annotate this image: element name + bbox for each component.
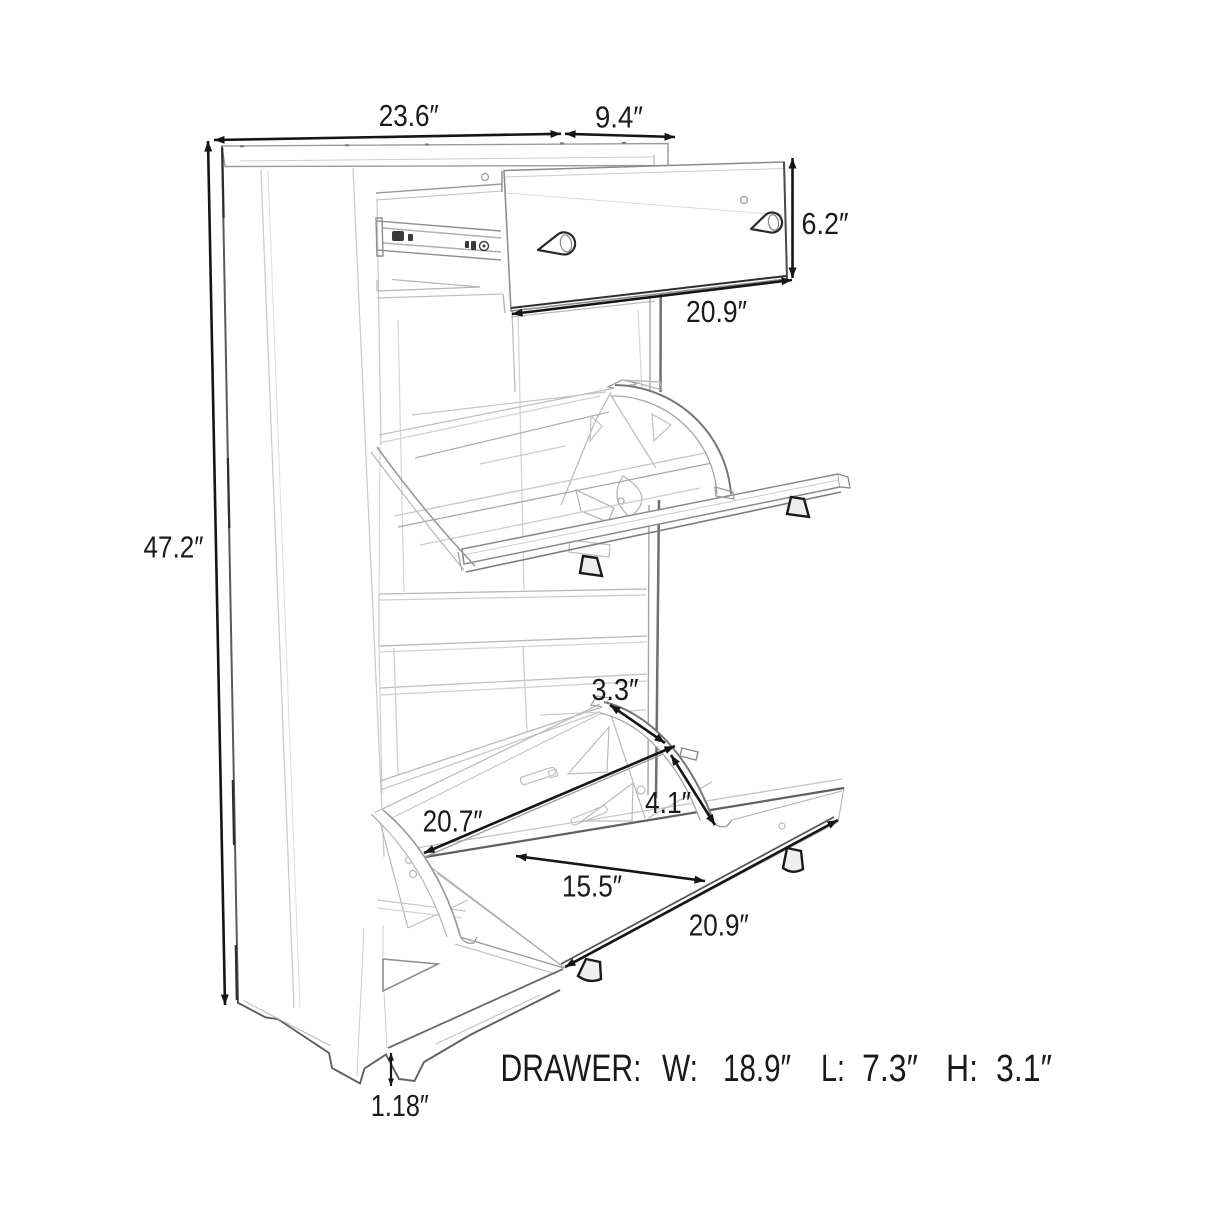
svg-text:7.3″: 7.3″ xyxy=(862,1048,918,1090)
svg-text:6.2″: 6.2″ xyxy=(802,206,849,241)
svg-text:20.7″: 20.7″ xyxy=(423,804,483,839)
svg-text:20.9″: 20.9″ xyxy=(689,908,749,943)
svg-text:20.9″: 20.9″ xyxy=(686,294,747,329)
svg-text:DRAWER:: DRAWER: xyxy=(501,1048,642,1090)
svg-text:15.5″: 15.5″ xyxy=(562,869,622,904)
svg-text:W:: W: xyxy=(662,1048,698,1090)
svg-text:47.2″: 47.2″ xyxy=(144,530,204,565)
svg-text:9.4″: 9.4″ xyxy=(595,100,643,135)
svg-text:4.1″: 4.1″ xyxy=(645,785,691,820)
svg-text:3.1″: 3.1″ xyxy=(996,1048,1052,1090)
svg-text:18.9″: 18.9″ xyxy=(723,1048,791,1090)
svg-text:23.6″: 23.6″ xyxy=(379,98,439,133)
svg-text:1.18″: 1.18″ xyxy=(371,1088,429,1123)
svg-text:H:: H: xyxy=(946,1048,978,1090)
svg-text:3.3″: 3.3″ xyxy=(592,672,639,707)
svg-text:L:: L: xyxy=(821,1048,845,1090)
